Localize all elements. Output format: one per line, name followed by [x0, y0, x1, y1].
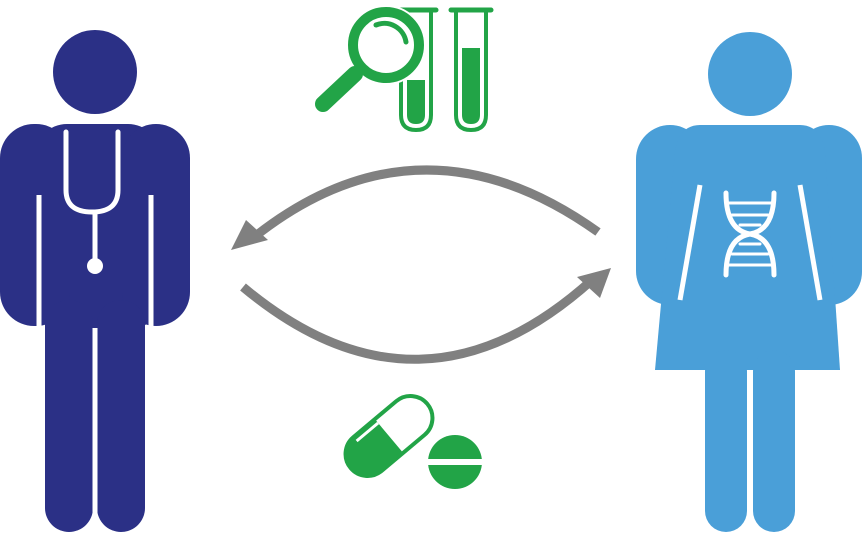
capsule-and-tablet-icon — [343, 394, 482, 489]
magnifier-and-test-tubes-icon — [315, 5, 494, 133]
dna-icon — [723, 190, 777, 278]
curved-arrow-left-icon — [231, 165, 601, 250]
tablet-icon — [428, 435, 482, 489]
stethoscope-icon — [63, 129, 121, 265]
test-tube-icon — [448, 7, 494, 133]
doctor-with-stethoscope-icon — [0, 30, 190, 532]
woman-with-dna-icon — [636, 32, 862, 532]
test-tube-icon — [393, 7, 439, 133]
magnifier-icon — [315, 5, 426, 112]
curved-arrow-right-icon — [240, 268, 611, 364]
capsule-icon — [343, 394, 435, 478]
